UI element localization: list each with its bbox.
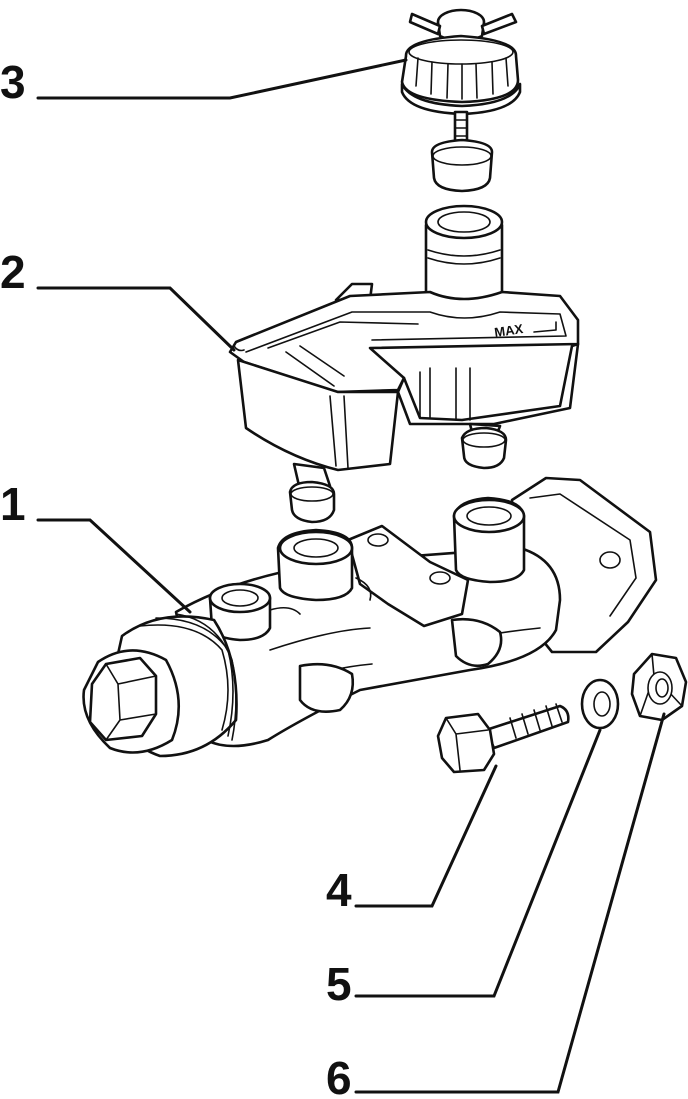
leader-line-3 xyxy=(36,58,408,100)
callout-number-5: 5 xyxy=(326,958,352,1010)
callout-number-6: 6 xyxy=(326,1052,352,1099)
leader-line-5 xyxy=(354,728,602,998)
fluid-reservoir: MAX xyxy=(228,204,580,524)
leader-lines xyxy=(36,58,666,1094)
callout-number-1: 1 xyxy=(0,478,26,530)
callout-numbers: 3 2 1 4 5 6 xyxy=(0,56,352,1099)
callout-number-3: 3 xyxy=(0,56,26,108)
nut xyxy=(630,652,688,722)
leader-line-1 xyxy=(36,518,192,614)
max-level-marking: MAX xyxy=(493,321,524,340)
callout-number-2: 2 xyxy=(0,246,26,298)
master-cylinder-body xyxy=(82,476,658,758)
callout-number-4: 4 xyxy=(326,864,352,916)
leader-line-6 xyxy=(354,712,666,1094)
leader-line-4 xyxy=(354,764,498,908)
leader-line-2 xyxy=(36,286,236,352)
bolt xyxy=(436,703,570,774)
reservoir-cap xyxy=(400,8,522,193)
washer xyxy=(580,678,620,730)
